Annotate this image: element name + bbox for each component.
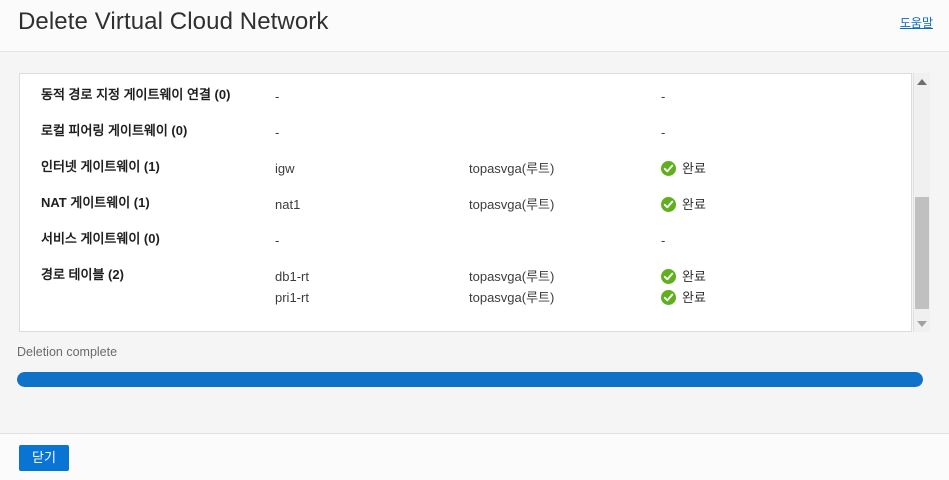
resource-name: db1-rt: [275, 269, 309, 284]
scroll-up-arrow-icon[interactable]: [914, 73, 930, 90]
compartment-name: topasvga(루트): [469, 197, 555, 212]
resource-type-label: 경로 테이블 (2): [41, 267, 124, 282]
status-badge: -: [661, 86, 911, 107]
compartment-cell: topasvga(루트): [469, 158, 661, 179]
table-row: NAT 게이트웨이 (1) nat1 topasvga(루트) 완료: [20, 194, 911, 230]
resource-name-cell: nat1: [275, 194, 469, 215]
resource-type-label: 서비스 게이트웨이 (0): [41, 231, 160, 246]
compartment-name: topasvga(루트): [469, 161, 555, 176]
resource-name: -: [275, 233, 280, 248]
resource-name: -: [275, 125, 280, 140]
dialog-body: 동적 경로 지정 게이트웨이 연결 (0) - - 로컬 피어링 게이트웨이 (0) -…: [0, 52, 949, 433]
resource-type-label: 동적 경로 지정 게이트웨이 연결 (0): [41, 87, 231, 102]
check-circle-icon: [661, 269, 676, 284]
status-cell: -: [661, 122, 911, 143]
resource-table: 동적 경로 지정 게이트웨이 연결 (0) - - 로컬 피어링 게이트웨이 (0) -…: [20, 74, 911, 323]
status-badge: 완료: [661, 266, 911, 287]
resource-name: -: [275, 89, 280, 104]
scroll-down-arrow-icon[interactable]: [914, 315, 930, 332]
table-row: 인터넷 게이트웨이 (1) igw topasvga(루트) 완료: [20, 158, 911, 194]
check-circle-icon: [661, 290, 676, 305]
compartment-cell: topasvga(루트) topasvga(루트): [469, 266, 661, 308]
resource-name-cell: igw: [275, 158, 469, 179]
resource-name: pri1-rt: [275, 290, 309, 305]
resource-type-label: 인터넷 게이트웨이 (1): [41, 159, 160, 174]
status-cell: 완료: [661, 194, 911, 215]
resource-name: igw: [275, 161, 295, 176]
resource-name-cell: -: [275, 230, 469, 251]
status-text: 완료: [682, 269, 706, 284]
status-badge: -: [661, 230, 911, 251]
status-text: -: [661, 125, 666, 140]
progress-bar-track: [17, 372, 923, 387]
triangle-up-icon: [917, 78, 927, 85]
check-circle-icon: [661, 197, 676, 212]
status-text: 완료: [682, 290, 706, 305]
status-cell: -: [661, 86, 911, 107]
status-cell: -: [661, 230, 911, 251]
resource-table-panel: 동적 경로 지정 게이트웨이 연결 (0) - - 로컬 피어링 게이트웨이 (0) -…: [19, 73, 912, 332]
table-row: 서비스 게이트웨이 (0) - -: [20, 230, 911, 266]
progress-status-label: Deletion complete: [17, 345, 118, 359]
progress-bar-fill: [17, 372, 923, 387]
status-badge: 완료: [661, 287, 911, 308]
table-scrollbar[interactable]: [913, 73, 930, 332]
status-text: -: [661, 89, 666, 104]
compartment-cell: topasvga(루트): [469, 194, 661, 215]
compartment-name: topasvga(루트): [469, 269, 555, 284]
resource-type-label: 로컬 피어링 게이트웨이 (0): [41, 123, 188, 138]
close-button[interactable]: 닫기: [19, 445, 69, 471]
table-row: 로컬 피어링 게이트웨이 (0) - -: [20, 122, 911, 158]
dialog-footer: 닫기: [0, 433, 949, 480]
resource-name-cell: db1-rt pri1-rt: [275, 266, 469, 308]
scrollbar-thumb[interactable]: [915, 197, 929, 309]
check-circle-icon: [661, 161, 676, 176]
dialog-header: Delete Virtual Cloud Network 도움말: [0, 0, 949, 52]
resource-name: nat1: [275, 197, 301, 212]
resource-name-cell: -: [275, 122, 469, 143]
status-text: 완료: [682, 161, 706, 176]
resource-name-cell: -: [275, 86, 469, 107]
status-cell: 완료: [661, 158, 911, 179]
compartment-name: topasvga(루트): [469, 290, 555, 305]
status-badge: -: [661, 122, 911, 143]
status-text: -: [661, 233, 666, 248]
resource-type-label: NAT 게이트웨이 (1): [41, 195, 150, 210]
help-link[interactable]: 도움말: [899, 16, 933, 30]
status-badge: 완료: [661, 158, 911, 179]
status-badge: 완료: [661, 194, 911, 215]
progress-section: Deletion complete: [17, 345, 923, 387]
table-row: 동적 경로 지정 게이트웨이 연결 (0) - -: [20, 86, 911, 122]
status-text: 완료: [682, 197, 706, 212]
page-title: Delete Virtual Cloud Network: [18, 8, 329, 35]
triangle-down-icon: [917, 320, 927, 327]
